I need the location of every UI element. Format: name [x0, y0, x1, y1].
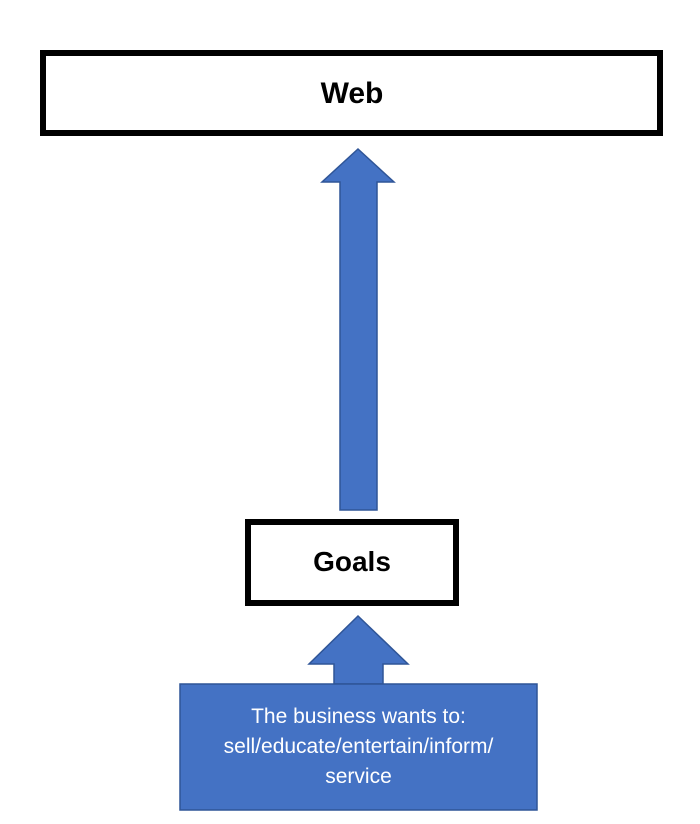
goals-box [245, 519, 459, 606]
business-line-1: The business wants to: [251, 704, 466, 728]
business-text: The business wants to: sell/educate/ente… [181, 684, 536, 809]
goals-label: Goals [313, 546, 391, 577]
web-label: Web [320, 76, 384, 110]
business-line-3: service [325, 764, 392, 788]
business-line-2: sell/educate/entertain/inform/ [223, 734, 494, 758]
web-box [40, 50, 663, 136]
business-box [179, 683, 538, 811]
arrow-business-to-goals [307, 614, 410, 685]
arrow-goals-to-web [320, 147, 396, 511]
